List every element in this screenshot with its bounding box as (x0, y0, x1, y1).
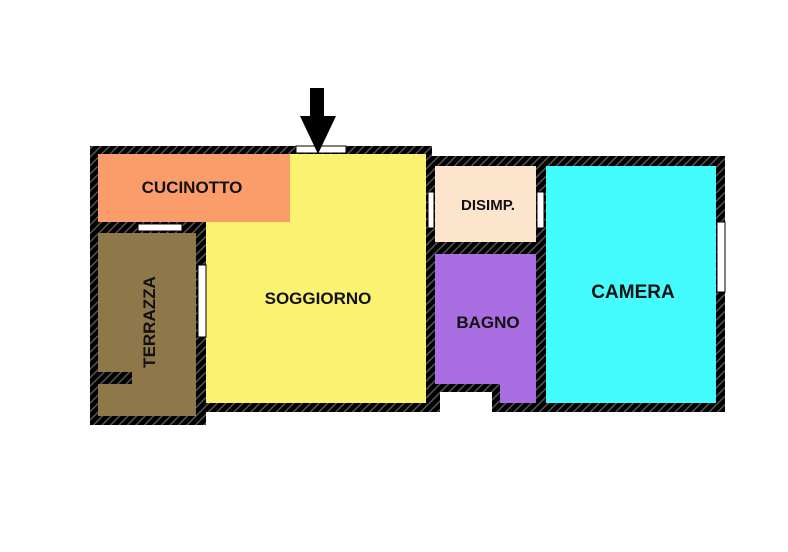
arrow-down-icon (300, 88, 336, 154)
window-terrazza-top (137, 223, 183, 232)
label-disimp: DISIMP. (461, 197, 515, 214)
window-camera-right (716, 221, 726, 293)
room-disimp[interactable] (435, 166, 536, 242)
label-camera: CAMERA (591, 282, 675, 303)
label-cucinotto: CUCINOTTO (142, 178, 243, 197)
window-disimp-right (536, 191, 545, 229)
room-labels: CUCINOTTO SOGGIORNO TERRAZZA DISIMP. BAG… (140, 178, 675, 368)
window-disimp-left (427, 191, 435, 229)
bagno-notch-gap (440, 392, 492, 412)
room-cucinotto[interactable] (98, 154, 290, 222)
room-camera[interactable] (546, 166, 716, 403)
room-bagno[interactable] (435, 254, 536, 403)
room-soggiorno[interactable] (206, 154, 426, 403)
rooms (98, 154, 716, 416)
arrow-shaft (310, 88, 324, 118)
arrow-head (300, 116, 336, 154)
label-bagno: BAGNO (456, 313, 519, 332)
label-soggiorno: SOGGIORNO (265, 289, 372, 308)
window-terrazza-right (197, 264, 207, 338)
label-terrazza: TERRAZZA (140, 276, 159, 368)
room-terrazza[interactable] (98, 233, 196, 416)
